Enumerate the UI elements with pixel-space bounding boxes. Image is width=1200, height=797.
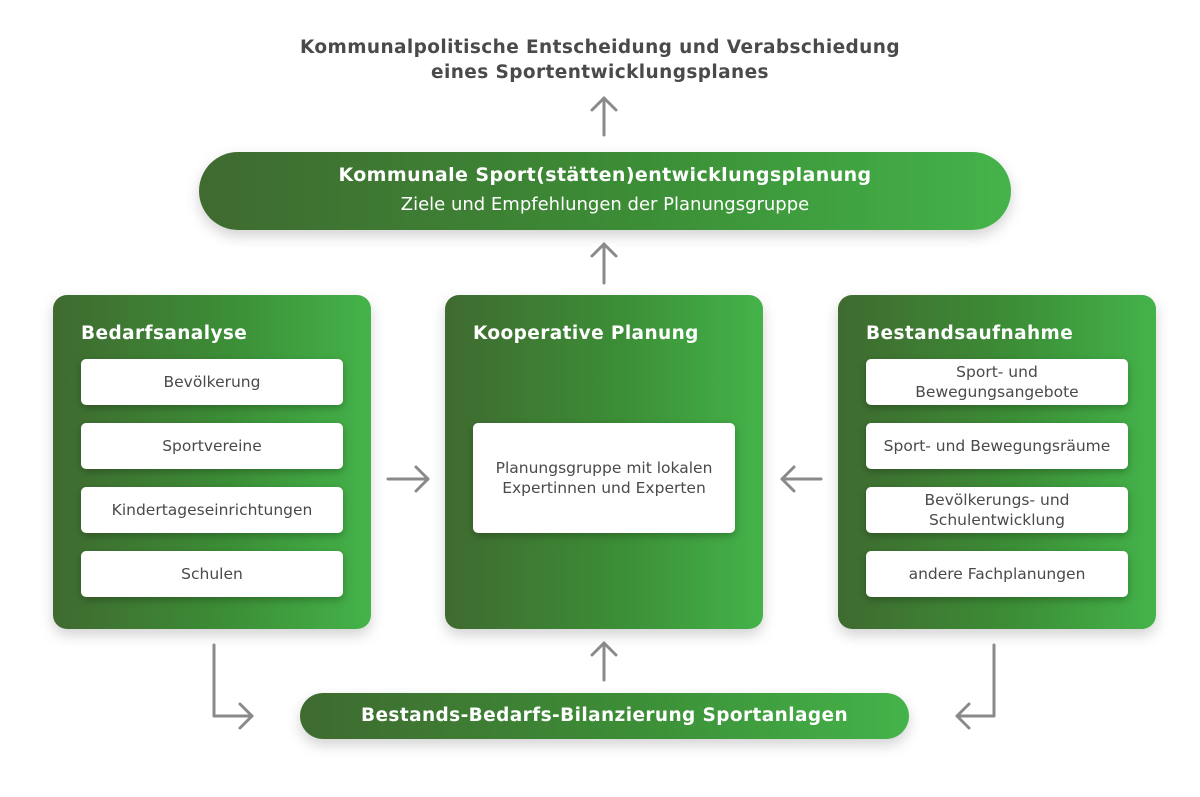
bedarfsanalyse-item-label: Schulen [181, 565, 243, 583]
planning-pill-title: Kommunale Sport(stätten)entwicklungsplan… [338, 164, 872, 186]
bedarfsanalyse-item-label: Bevölkerung [163, 373, 261, 391]
planungsgruppe-label: Planungsgruppe mit lokalen Expertinnen u… [495, 459, 713, 497]
bedarfsanalyse-panel: Bedarfsanalyse Bevölkerung Sportvereine … [53, 295, 371, 629]
arrow-up-icon [590, 641, 618, 682]
bestandsaufnahme-item-label: Sport- und Bewegungsangebote [915, 363, 1079, 401]
arrow-up-icon [590, 242, 618, 285]
bestandsaufnahme-item-label: andere Fachplanungen [908, 565, 1086, 583]
bilanzierung-pill-title: Bestands-Bedarfs-Bilanzierung Sportanlag… [360, 705, 849, 726]
bestandsaufnahme-item-label: Bevölkerungs- und Schulentwicklung [924, 491, 1070, 529]
planning-pill-subtitle: Ziele und Empfehlungen der Planungsgrupp… [400, 194, 810, 215]
arrow-elbow-right-icon [212, 643, 254, 730]
bilanzierung-pill: Bestands-Bedarfs-Bilanzierung Sportanlag… [300, 693, 909, 739]
bedarfsanalyse-item: Sportvereine [81, 423, 343, 469]
arrow-up-icon [590, 96, 618, 137]
kooperative-planung-title: Kooperative Planung [473, 323, 699, 344]
bestandsaufnahme-item-label: Sport- und Bewegungsräume [883, 437, 1111, 455]
arrow-elbow-left-icon [955, 643, 996, 730]
bedarfsanalyse-item: Bevölkerung [81, 359, 343, 405]
bedarfsanalyse-item-label: Sportvereine [162, 437, 262, 455]
bestandsaufnahme-panel: Bestandsaufnahme Sport- und Bewegungsang… [838, 295, 1156, 629]
bedarfsanalyse-item: Schulen [81, 551, 343, 597]
bestandsaufnahme-item: Sport- und Bewegungsräume [866, 423, 1128, 469]
bedarfsanalyse-item-label: Kindertageseinrichtungen [111, 501, 313, 519]
bedarfsanalyse-title: Bedarfsanalyse [81, 323, 248, 344]
bestandsaufnahme-item: andere Fachplanungen [866, 551, 1128, 597]
bestandsaufnahme-item: Bevölkerungs- und Schulentwicklung [866, 487, 1128, 533]
decision-title: Kommunalpolitische Entscheidung und Vera… [0, 35, 1200, 85]
planning-pill: Kommunale Sport(stätten)entwicklungsplan… [199, 152, 1011, 230]
arrow-left-icon [780, 465, 823, 493]
bestandsaufnahme-title: Bestandsaufnahme [866, 323, 1074, 344]
bedarfsanalyse-item: Kindertageseinrichtungen [81, 487, 343, 533]
planungsgruppe-box: Planungsgruppe mit lokalen Expertinnen u… [473, 423, 735, 533]
kooperative-planung-panel: Kooperative Planung Planungsgruppe mit l… [445, 295, 763, 629]
bestandsaufnahme-item: Sport- und Bewegungsangebote [866, 359, 1128, 405]
decision-title-line2: eines Sportentwicklungsplanes [431, 62, 769, 83]
arrow-right-icon [386, 465, 430, 493]
decision-title-line1: Kommunalpolitische Entscheidung und Vera… [300, 37, 900, 58]
